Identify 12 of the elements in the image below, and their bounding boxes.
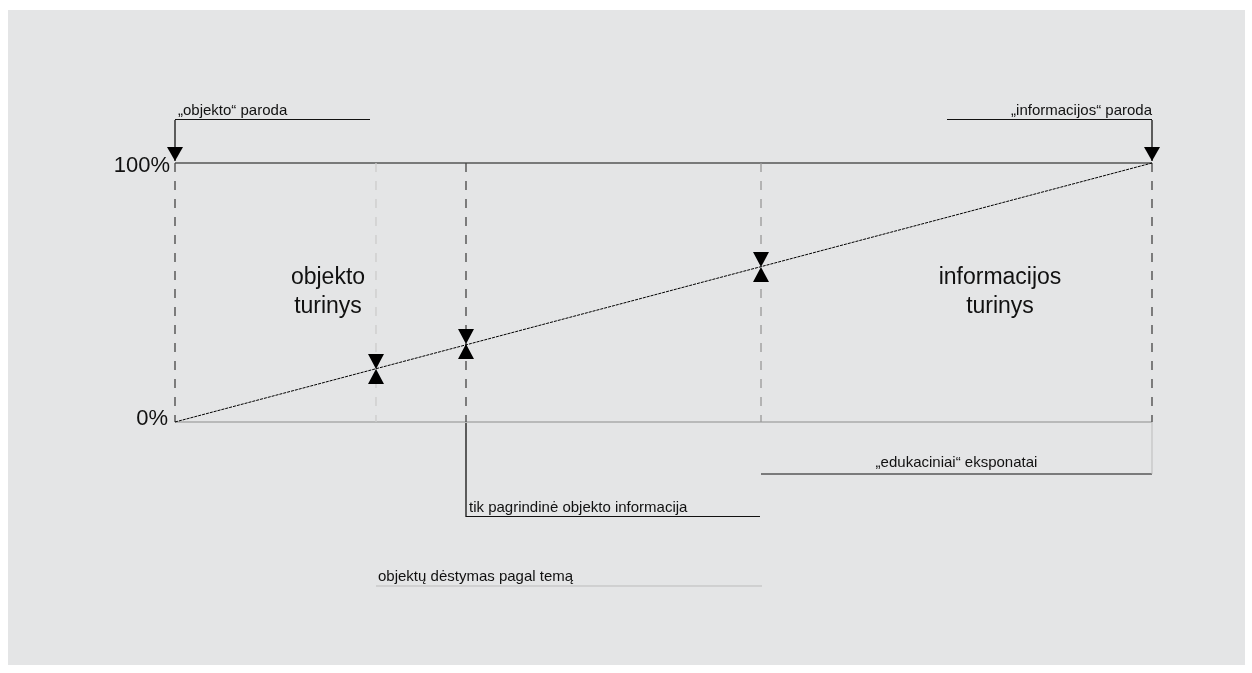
range-label: objektų dėstymas pagal temą [378, 567, 575, 586]
callout-label: „informacijos“ paroda [947, 101, 1152, 120]
range-label: „edukaciniai“ eksponatai [874, 453, 1039, 472]
arrow [1144, 119, 1160, 162]
callout-label: tik pagrindinė objekto informacija [466, 498, 760, 517]
region-label: informacijos turinys [937, 262, 1063, 320]
axis-label: 100% [92, 152, 170, 178]
callout-label: „objekto“ paroda [175, 101, 370, 120]
arrow [167, 119, 183, 162]
leader-line [465, 422, 467, 518]
region-label: objekto turinys [289, 262, 367, 320]
axis-label: 0% [135, 404, 168, 432]
